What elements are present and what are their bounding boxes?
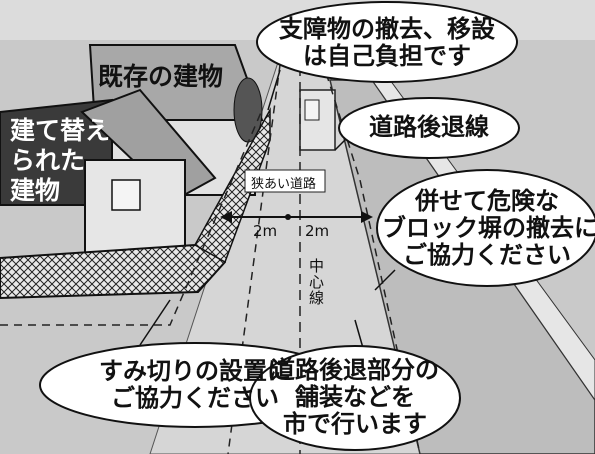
callout-setback-line: 道路後退線 (369, 113, 489, 141)
pointer-obstacle (267, 69, 281, 111)
pointer-corner (139, 299, 171, 346)
narrow-road-box (244, 169, 326, 193)
bubble-block-wall (376, 169, 595, 287)
callout-obstacles: 支障物の撤去、移設 は自己負担です (279, 15, 495, 70)
callout-paving: 道路後退部分の 舗装などを 市で行います (271, 356, 439, 438)
existing-building-label: 既存の建物 (98, 62, 224, 91)
callout-block-wall: 併せて危険な ブロック塀の撤去に ご協力ください (382, 187, 595, 269)
bubble-setback-line (338, 97, 520, 159)
bubble-obstacle (256, 1, 518, 83)
width-left-label: 2m (253, 222, 278, 240)
width-right-label: 2m (305, 222, 330, 240)
narrow-road-label: 狭あい道路 (251, 177, 317, 192)
centerline-label: 中心線 (307, 258, 325, 306)
bubble-paving (249, 345, 461, 451)
rebuilt-building-label: 建て替え られた 建物 (10, 116, 111, 205)
setback-line-left (0, 109, 263, 326)
callout-corner-cut: すみ切りの設置に ご協力ください (99, 357, 291, 412)
pointer-blockwall (374, 269, 396, 291)
